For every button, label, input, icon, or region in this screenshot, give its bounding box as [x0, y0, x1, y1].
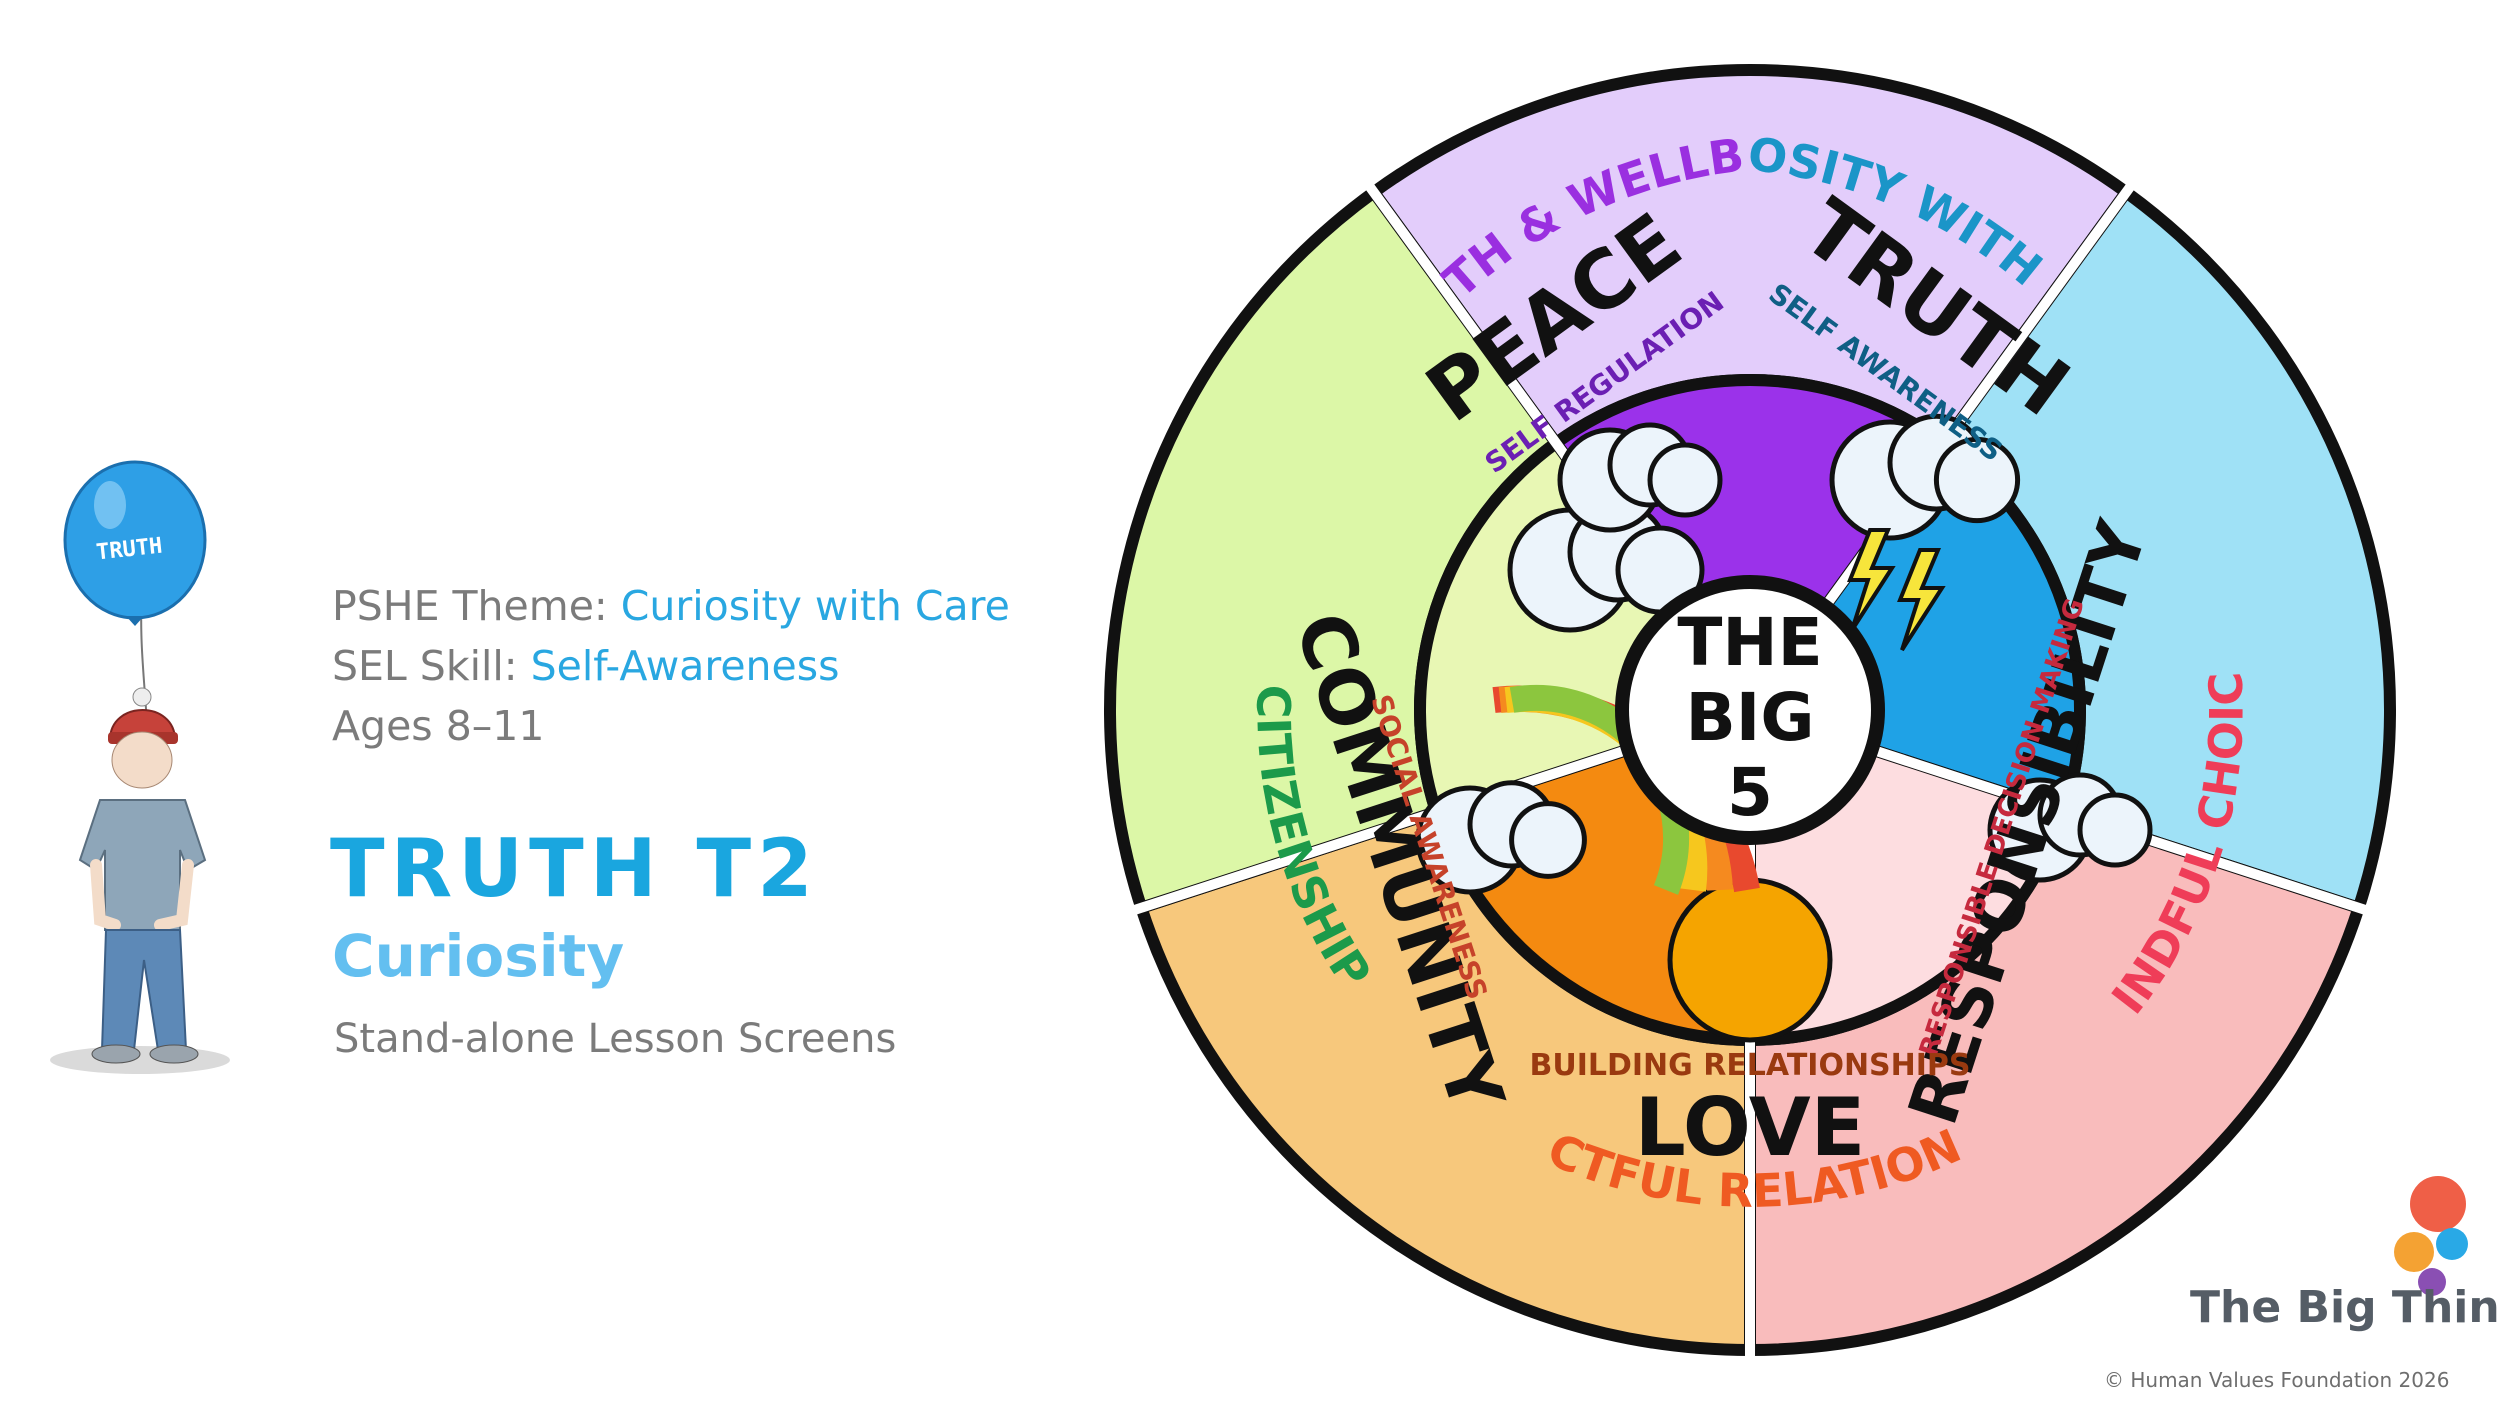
sel-skill-label: SEL Skill: — [332, 642, 531, 690]
lesson-title: TRUTH T2 — [330, 822, 819, 915]
sun-shape — [1667, 877, 1833, 1043]
wheel-segments — [1104, 64, 2396, 1358]
lesson-tagline: Stand-alone Lesson Screens — [334, 1016, 897, 1062]
cloud-shape — [1647, 442, 1723, 518]
lightning-bolt — [1847, 528, 1896, 632]
wheel-center-hub — [1615, 575, 1885, 845]
love-inner-label: BUILDING RELATIONSHIPS — [1529, 1048, 1970, 1083]
brand-name: The Big Think — [2190, 1282, 2500, 1333]
cloud-shape — [2077, 792, 2153, 868]
pshe-theme-value: Curiosity with Care — [620, 582, 1010, 630]
pshe-theme-label: PSHE Theme: — [332, 582, 621, 630]
lightning-bolt — [1897, 548, 1946, 652]
big-think-logo-dots — [2394, 1176, 2468, 1296]
boy-with-balloon-illustration: TRUTH — [50, 460, 230, 1074]
pshe-theme-line: PSHE Theme: Curiosity with Care — [332, 586, 1010, 627]
sel-skill-value: Self-Awareness — [530, 642, 840, 690]
logo-dot-orange — [2394, 1232, 2434, 1272]
cloud-shape — [1509, 801, 1587, 879]
lesson-subtitle: Curiosity — [332, 922, 625, 990]
logo-dot-blue — [2436, 1228, 2468, 1260]
copyright-notice: © Human Values Foundation 2026 — [2104, 1368, 2450, 1392]
cloud-shape — [1933, 436, 2021, 524]
ages-line: Ages 8–11 — [332, 702, 545, 750]
center-line-1: THE — [1677, 604, 1822, 681]
logo-dot-red — [2410, 1176, 2466, 1232]
big-five-wheel: THE BIG 5 HEALTH & WELLBEING PEACE SELF … — [1050, 10, 2396, 1358]
segment-divider — [1132, 745, 1628, 915]
center-line-3: 5 — [1727, 754, 1773, 831]
logo-dot-purple — [2418, 1268, 2446, 1296]
sel-skill-line: SEL Skill: Self-Awareness — [332, 646, 839, 687]
center-line-2: BIG — [1685, 679, 1814, 756]
love-main-label: LOVE — [1635, 1081, 1866, 1174]
